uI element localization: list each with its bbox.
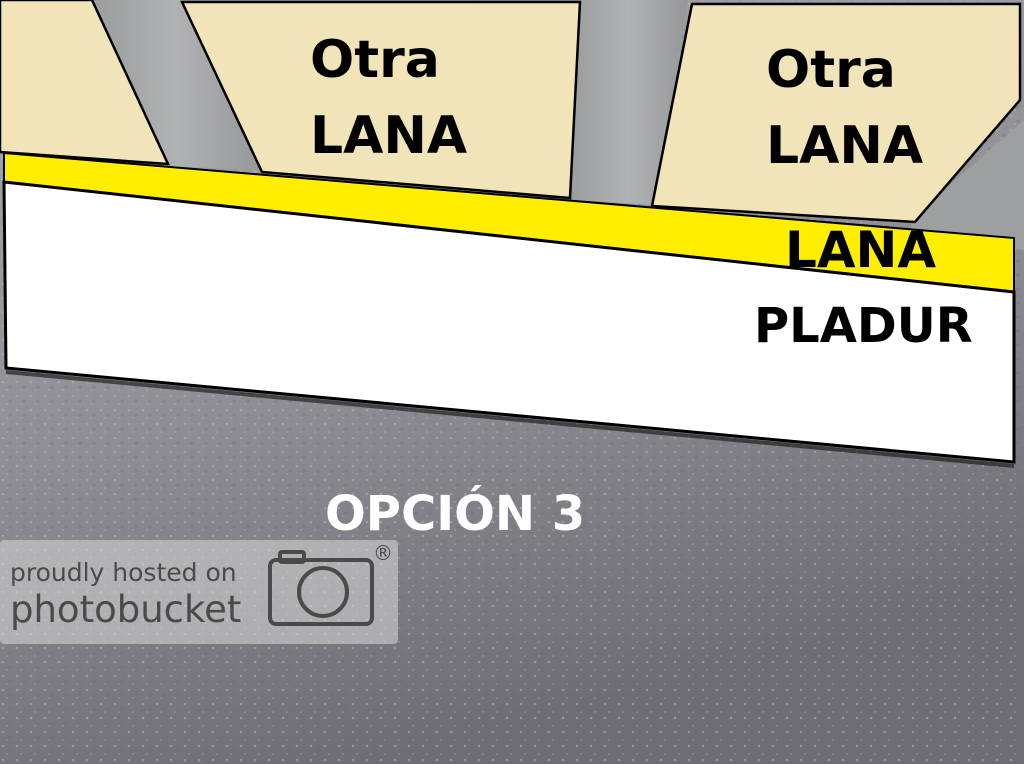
- beam-right: [905, 120, 1024, 250]
- label-otra-left-line1: Otra: [310, 30, 440, 90]
- option-title: OPCIÓN 3: [325, 485, 585, 542]
- insulation-panel-left: [180, 0, 582, 200]
- insulation-panel-right: [650, 2, 1022, 224]
- photobucket-watermark: proudly hosted on photobucket ®: [0, 540, 398, 644]
- label-pladur: PLADUR: [754, 298, 973, 354]
- insulation-panel-left-edge: [0, 0, 171, 166]
- camera-icon: [268, 550, 374, 626]
- label-otra-right-line1: Otra: [766, 40, 896, 100]
- label-lana-right-line2: LANA: [766, 116, 923, 176]
- label-lana: LANA: [785, 221, 936, 279]
- pladur-board: [2, 180, 1016, 464]
- watermark-line2: photobucket: [10, 588, 241, 631]
- watermark-line1: proudly hosted on: [10, 558, 237, 587]
- beam-middle: [570, 0, 688, 205]
- watermark-background: [0, 540, 398, 644]
- beam-left: [92, 0, 262, 170]
- label-lana-left-line2: LANA: [310, 106, 467, 166]
- pladur-bottom-shadow: [5, 370, 1015, 468]
- watermark-registered-mark: ®: [373, 541, 393, 565]
